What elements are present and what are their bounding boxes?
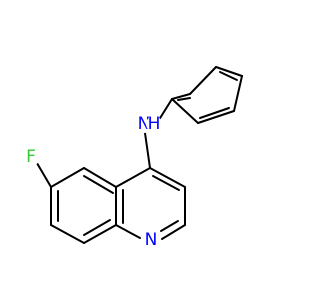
bond bbox=[171, 98, 199, 124]
molecule-structure: N H N F bbox=[22, 66, 243, 250]
bond bbox=[83, 167, 117, 188]
bond bbox=[197, 110, 235, 124]
atom-label-group: N H N F bbox=[22, 114, 162, 250]
bond bbox=[50, 224, 85, 244]
bond bbox=[144, 132, 151, 169]
bond bbox=[152, 175, 180, 191]
amine-nitrogen-label: N bbox=[138, 114, 151, 134]
bond bbox=[83, 219, 111, 236]
bond bbox=[149, 167, 186, 188]
bond bbox=[160, 220, 179, 232]
bond bbox=[189, 66, 217, 95]
bond bbox=[115, 224, 141, 239]
amine-hydrogen-label: H bbox=[148, 114, 161, 134]
ring-nitrogen-label: N bbox=[145, 230, 158, 250]
bond bbox=[50, 167, 85, 188]
bond-group bbox=[33, 66, 243, 244]
bond bbox=[161, 224, 186, 240]
bond bbox=[215, 66, 243, 77]
bond bbox=[83, 175, 114, 194]
bond bbox=[115, 167, 151, 188]
bond bbox=[219, 71, 238, 81]
fluorine-label: F bbox=[26, 147, 36, 167]
bond bbox=[83, 224, 117, 244]
bond bbox=[171, 93, 191, 100]
bond bbox=[199, 107, 230, 119]
bond bbox=[233, 75, 243, 112]
bond bbox=[177, 97, 191, 101]
